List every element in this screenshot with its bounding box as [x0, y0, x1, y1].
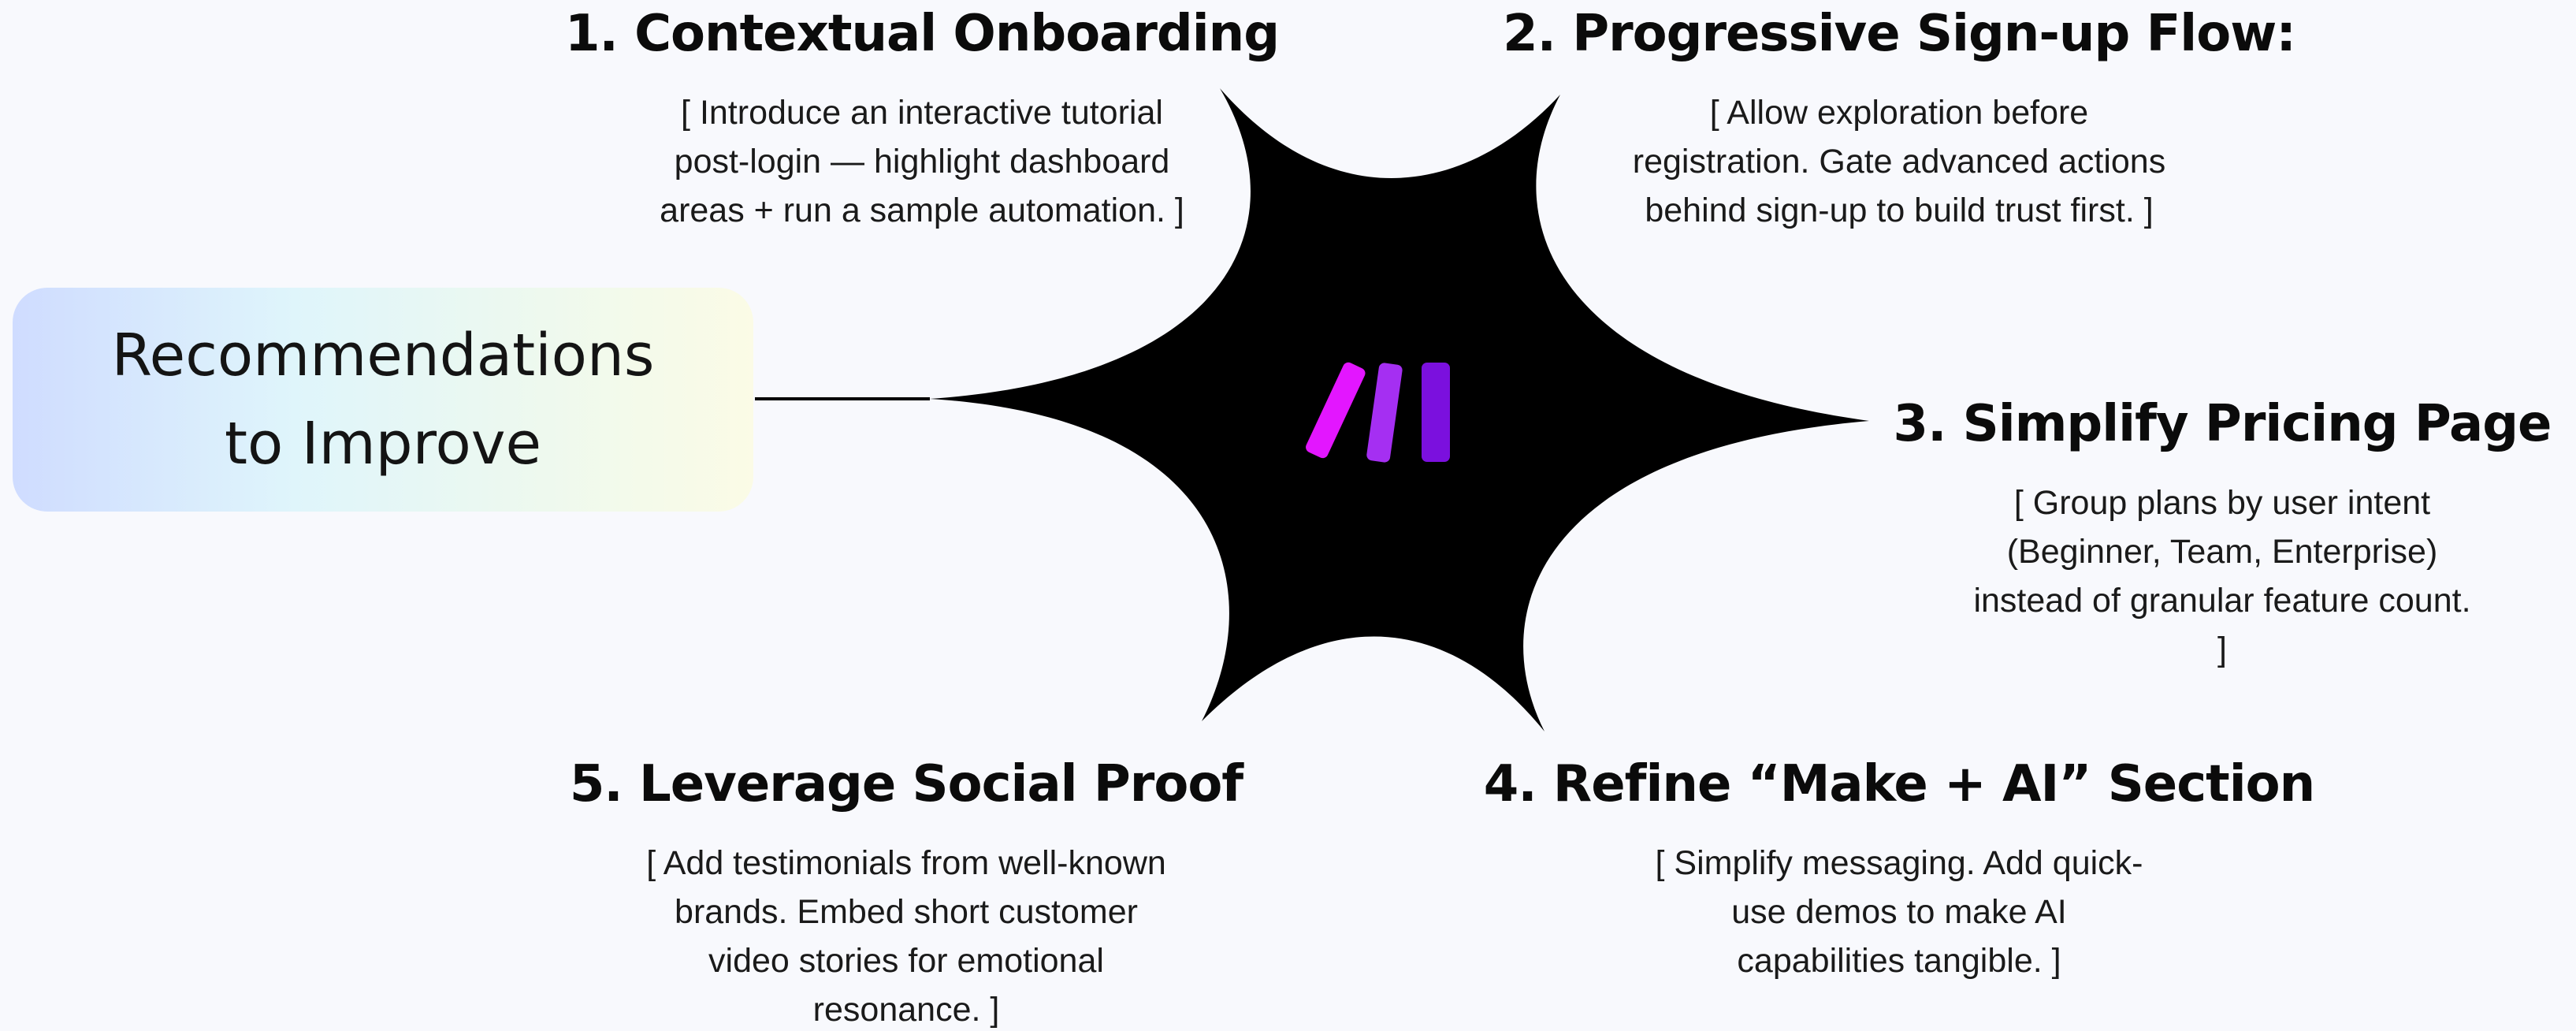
recommendation-title: 5. Leverage Social Proof: [569, 755, 1243, 813]
recommendation-description: [ Add testimonials from well-known brand…: [646, 844, 1166, 1029]
recommendation-5: 5. Leverage Social Proof [ Add testimoni…: [520, 750, 1292, 1031]
recommendation-title: 1. Contextual Onboarding: [564, 5, 1280, 63]
recommendation-3: 3. Simplify Pricing Page [ Group plans b…: [1875, 390, 2569, 674]
center-title: Recommendations to Improve: [111, 322, 655, 478]
logo-bar-3: [1422, 363, 1450, 462]
recommendation-4: 4. Refine “Make + AI” Section [ Simplify…: [1481, 750, 2317, 985]
recommendation-description: [ Introduce an interactive tutorial post…: [660, 94, 1184, 229]
make-logo-icon: [1306, 362, 1450, 463]
center-node: Recommendations to Improve: [13, 288, 753, 512]
recommendation-description: [ Allow exploration before registration.…: [1632, 94, 2166, 229]
recommendation-description: [ Simplify messaging. Add quick-use demo…: [1655, 844, 2143, 980]
recommendation-1: 1. Contextual Onboarding [ Introduce an …: [520, 0, 1324, 235]
recommendation-description: [ Group plans by user intent (Beginner, …: [1973, 484, 2471, 668]
logo-bar-1: [1306, 362, 1366, 459]
recommendation-title: 2. Progressive Sign-up Flow:: [1503, 5, 2296, 63]
hub-star-shape: [930, 88, 1869, 731]
recommendation-title: 3. Simplify Pricing Page: [1893, 395, 2552, 453]
logo-bar-2: [1366, 363, 1403, 463]
recommendation-title: 4. Refine “Make + AI” Section: [1483, 755, 2315, 813]
recommendation-2: 2. Progressive Sign-up Flow: [ Allow exp…: [1481, 0, 2317, 235]
